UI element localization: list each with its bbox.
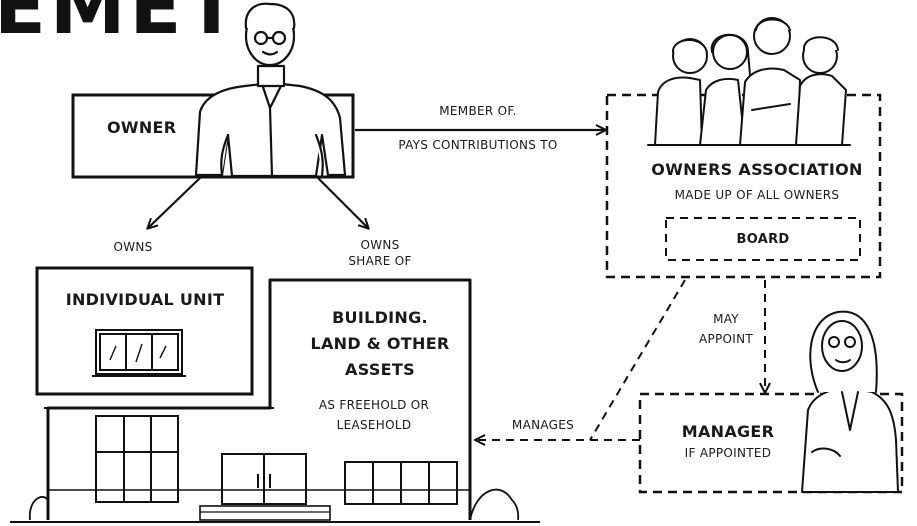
building-windows-illustration <box>10 416 540 522</box>
owns-arrow <box>148 178 200 228</box>
building-label-line1: BUILDING. <box>332 308 428 327</box>
unit-window-illustration <box>92 330 186 376</box>
owners-association-title: OWNERS ASSOCIATION <box>651 160 862 179</box>
owns-share-label-line2: SHARE OF <box>348 254 411 268</box>
may-appoint-label-line1: MAY <box>713 312 739 326</box>
brand-logo: EMET <box>0 0 241 51</box>
pays-contributions-label: PAYS CONTRIBUTIONS TO <box>398 138 557 152</box>
owners-group-illustration <box>648 18 850 145</box>
manager-figure-illustration <box>802 312 898 492</box>
may-appoint-label-line2: APPOINT <box>699 332 753 346</box>
association-to-building-line <box>590 280 685 440</box>
owns-label: OWNS <box>113 240 152 254</box>
building-note-line2: LEASEHOLD <box>337 418 412 432</box>
manager-title: MANAGER <box>682 422 775 441</box>
building-note-line1: AS FREEHOLD OR <box>319 398 429 412</box>
owner-label: OWNER <box>107 118 176 137</box>
owners-association-subtitle: MADE UP OF ALL OWNERS <box>675 188 840 202</box>
owns-share-arrow <box>318 178 368 228</box>
manager-subtitle: IF APPOINTED <box>685 446 772 460</box>
board-label: BOARD <box>737 232 790 247</box>
member-of-label: MEMBER OF. <box>439 104 517 118</box>
building-label-line3: ASSETS <box>345 360 415 379</box>
manages-label: MANAGES <box>512 418 574 432</box>
owns-share-label-line1: OWNS <box>360 238 399 252</box>
building-label-line2: LAND & OTHER <box>310 334 449 353</box>
individual-unit-label: INDIVIDUAL UNIT <box>66 290 225 309</box>
